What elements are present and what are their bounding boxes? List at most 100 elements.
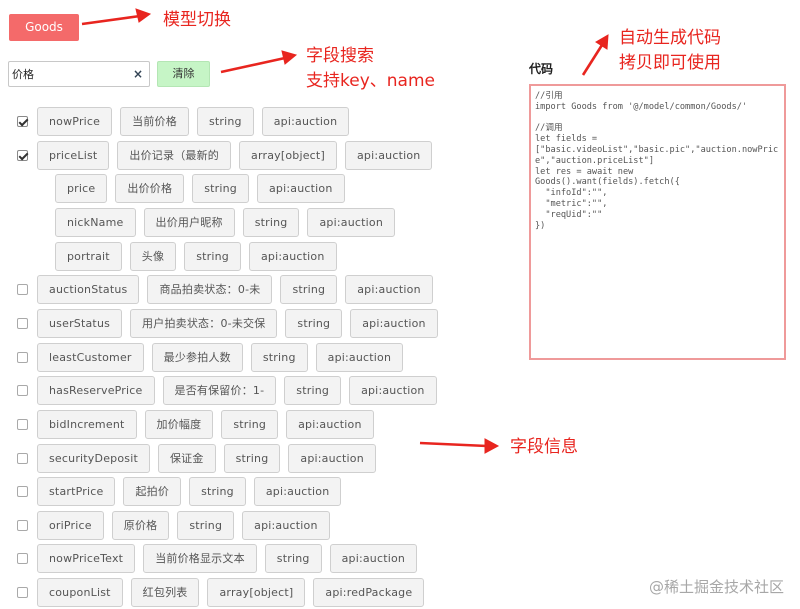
annotation-field-search-1: 字段搜索 (306, 46, 374, 66)
field-source-tag[interactable]: api:auction (329, 544, 418, 574)
field-type-tag[interactable]: string (280, 275, 338, 305)
field-checkbox[interactable] (17, 284, 28, 296)
field-type-tag[interactable]: array[object] (207, 578, 306, 608)
field-key-tag[interactable]: auctionStatus (37, 275, 140, 305)
field-source-tag[interactable]: api:auction (256, 174, 345, 204)
field-source-tag[interactable]: api:auction (248, 241, 337, 271)
annotation-field-search-2: 支持key、name (306, 71, 435, 91)
field-key-tag[interactable]: startPrice (37, 477, 116, 507)
field-checkbox[interactable] (17, 317, 28, 329)
field-source-tag[interactable]: api:auction (349, 376, 437, 406)
field-name-tag[interactable]: 是否有保留价：1- (162, 376, 277, 406)
field-name-tag[interactable]: 原价格 (111, 510, 170, 540)
field-source-tag[interactable]: api:auction (344, 140, 433, 170)
field-source-tag[interactable]: api:auction (345, 275, 433, 305)
field-checkbox[interactable] (17, 351, 28, 363)
field-type-tag[interactable]: string (284, 376, 342, 406)
field-name-tag[interactable]: 出价记录（最新的 (117, 140, 232, 170)
field-type-tag[interactable]: string (223, 443, 281, 473)
field-checkbox[interactable] (17, 418, 28, 430)
field-name-tag[interactable]: 保证金 (157, 443, 216, 473)
field-checkbox[interactable] (17, 149, 28, 161)
field-source-tag[interactable]: api:auction (307, 207, 396, 237)
arrow-auto-code (581, 34, 609, 76)
field-source-tag[interactable]: api:redPackage (313, 578, 425, 608)
field-source-tag[interactable]: api:auction (261, 107, 350, 136)
search-input[interactable] (9, 62, 127, 86)
field-source-tag[interactable]: api:auction (315, 342, 404, 372)
arrow-field-search (220, 50, 298, 74)
field-checkbox[interactable] (17, 553, 28, 565)
field-name-tag[interactable]: 商品拍卖状态：0-未 (147, 275, 273, 305)
field-key-tag[interactable]: price (55, 174, 108, 204)
field-key-tag[interactable]: securityDeposit (37, 443, 150, 473)
field-type-tag[interactable]: string (196, 107, 254, 136)
field-key-tag[interactable]: couponList (37, 578, 123, 608)
field-key-tag[interactable]: nowPrice (37, 107, 113, 136)
field-key-tag[interactable]: hasReservePrice (37, 376, 155, 406)
annotation-model-switch: 模型切换 (163, 10, 231, 30)
field-source-tag[interactable]: api:auction (253, 477, 342, 507)
field-checkbox[interactable] (17, 385, 28, 397)
field-checkbox[interactable] (17, 116, 28, 127)
field-name-tag[interactable]: 当前价格 (120, 107, 189, 136)
field-checkbox[interactable] (17, 452, 28, 464)
clear-button[interactable]: 清除 (157, 61, 210, 87)
field-type-tag[interactable]: string (192, 174, 249, 204)
field-name-tag[interactable]: 红包列表 (130, 578, 200, 608)
field-type-tag[interactable]: array[object] (239, 140, 337, 170)
field-key-tag[interactable]: oriPrice (37, 510, 104, 540)
field-type-tag[interactable]: string (264, 544, 322, 574)
field-name-tag[interactable]: 起拍价 (123, 477, 182, 507)
field-key-tag[interactable]: userStatus (37, 308, 123, 338)
field-type-tag[interactable]: string (189, 477, 246, 507)
field-name-tag[interactable]: 出价价格 (115, 174, 185, 204)
field-source-tag[interactable]: api:auction (242, 510, 330, 540)
field-type-tag[interactable]: string (177, 510, 235, 540)
field-key-tag[interactable]: portrait (55, 241, 122, 271)
field-key-tag[interactable]: priceList (37, 140, 110, 170)
field-type-tag[interactable]: string (184, 241, 241, 271)
field-name-tag[interactable]: 出价用户昵称 (143, 207, 235, 237)
field-checkbox[interactable] (17, 587, 28, 599)
field-key-tag[interactable]: bidIncrement (37, 409, 137, 439)
clear-search-icon[interactable]: × (132, 67, 143, 81)
field-type-tag[interactable]: string (250, 342, 308, 372)
field-type-tag[interactable]: string (242, 207, 300, 237)
field-key-tag[interactable]: nickName (55, 207, 136, 237)
field-source-tag[interactable]: api:auction (350, 308, 438, 338)
field-checkbox[interactable] (17, 486, 28, 498)
field-key-tag[interactable]: leastCustomer (37, 342, 144, 372)
field-source-tag[interactable]: api:auction (286, 409, 374, 439)
annotation-field-info: 字段信息 (510, 437, 578, 457)
field-type-tag[interactable]: string (285, 308, 343, 338)
field-name-tag[interactable]: 头像 (129, 241, 177, 271)
field-name-tag[interactable]: 加价幅度 (144, 409, 214, 439)
search-field[interactable]: × (8, 61, 150, 87)
annotation-auto-code-1: 自动生成代码 (619, 28, 721, 48)
field-source-tag[interactable]: api:auction (288, 443, 376, 473)
field-checkbox[interactable] (17, 519, 28, 531)
arrow-field-info (419, 438, 500, 454)
generated-code-box[interactable]: //引用 import Goods from '@/model/common/G… (529, 84, 786, 360)
field-name-tag[interactable]: 最少参拍人数 (151, 342, 243, 372)
field-name-tag[interactable]: 当前价格显示文本 (143, 544, 257, 574)
field-type-tag[interactable]: string (221, 409, 279, 439)
field-name-tag[interactable]: 用户拍卖状态：0-未交保 (130, 308, 278, 338)
field-key-tag[interactable]: nowPriceText (37, 544, 136, 574)
model-switch-button[interactable]: Goods (9, 14, 79, 41)
